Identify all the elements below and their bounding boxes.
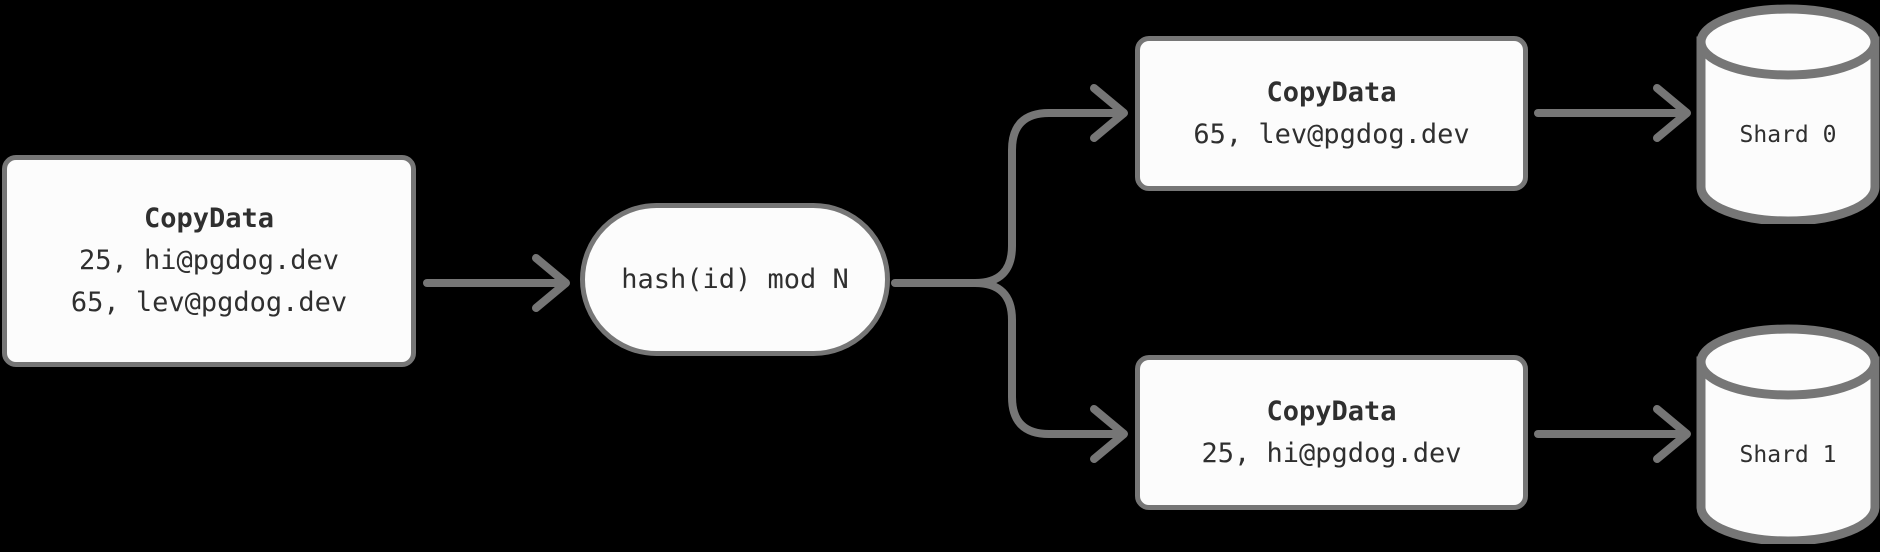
hash-label: hash(id) mod N	[621, 263, 849, 295]
database-cylinder-icon	[1696, 4, 1880, 226]
copy-top-line-row1: 65, lev@pgdog.dev	[1193, 118, 1470, 150]
edge-copy-top-to-shard0	[1534, 84, 1691, 142]
copy-bottom-line-title: CopyData	[1266, 395, 1397, 427]
edge-copy-bottom-to-shard1	[1534, 405, 1691, 463]
copy-bottom-line-row1: 25, hi@pgdog.dev	[1201, 437, 1462, 469]
edge-branch-to-copy-top	[971, 84, 1128, 287]
database-cylinder-icon	[1696, 324, 1880, 546]
edge-source-to-hash	[423, 254, 570, 312]
shard1-label: Shard 1	[1739, 442, 1837, 468]
node-source-copydata[interactable]: CopyData 25, hi@pgdog.dev 65, lev@pgdog.…	[2, 155, 416, 367]
copy-top-line-title: CopyData	[1266, 76, 1397, 108]
node-copydata-shard0[interactable]: CopyData 65, lev@pgdog.dev	[1135, 36, 1528, 191]
source-line-row1: 25, hi@pgdog.dev	[78, 245, 340, 276]
edge-branch-to-copy-bottom	[971, 279, 1128, 463]
node-shard0-database[interactable]: Shard 0	[1696, 4, 1880, 226]
node-hash-function[interactable]: hash(id) mod N	[580, 203, 890, 356]
source-line-title: CopyData	[143, 203, 275, 234]
node-copydata-shard1[interactable]: CopyData 25, hi@pgdog.dev	[1135, 355, 1528, 510]
node-shard1-database[interactable]: Shard 1	[1696, 324, 1880, 546]
shard0-label: Shard 0	[1739, 122, 1837, 148]
source-line-row2: 65, lev@pgdog.dev	[70, 287, 348, 318]
